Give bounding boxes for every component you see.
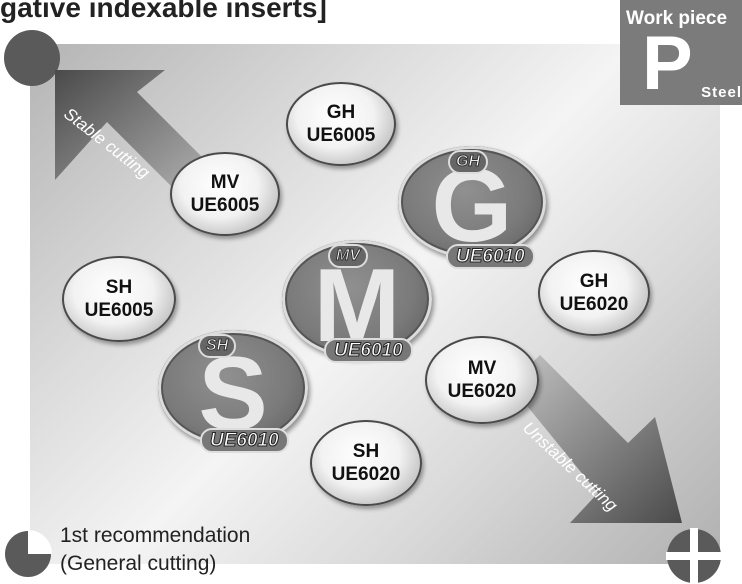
legend-line-2: (General cutting) xyxy=(60,552,217,575)
unstable-cutting-arrow xyxy=(510,355,682,523)
chip-gh-ue6005: GH UE6005 xyxy=(286,82,396,166)
chip-sh-ue6005: SH UE6005 xyxy=(62,256,176,342)
chip-grade-label: UE6020 xyxy=(559,294,629,315)
recommended-s-grade: UE6010 xyxy=(200,428,289,453)
corner-cross-icon xyxy=(666,528,722,584)
chip-gh-ue6020: GH UE6020 xyxy=(538,250,650,336)
chip-grade-label: UE6005 xyxy=(84,300,154,321)
recommended-m-breaker: MV xyxy=(328,244,368,268)
chip-breaker-label: SH xyxy=(105,277,133,298)
recommended-s-breaker: SH xyxy=(198,334,237,358)
chip-breaker-label: MV xyxy=(467,358,497,379)
work-piece-material: Steel xyxy=(701,84,742,101)
chip-mv-ue6005: MV UE6005 xyxy=(170,152,280,236)
chip-breaker-label: GH xyxy=(326,102,356,123)
recommended-g-breaker: GH xyxy=(448,150,488,174)
chip-grade-label: UE6005 xyxy=(190,195,260,216)
chip-mv-ue6020: MV UE6020 xyxy=(425,336,539,424)
recommended-g-grade: UE6010 xyxy=(446,244,535,269)
chip-grade-label: UE6020 xyxy=(331,464,401,485)
work-piece-title: Work piece xyxy=(626,8,728,29)
chip-sh-ue6020: SH UE6020 xyxy=(310,420,422,506)
legend-line-1: 1st recommendation xyxy=(60,524,251,547)
chip-grade-label: UE6005 xyxy=(306,125,376,146)
first-recommendation-legend-icon xyxy=(5,530,52,577)
recommended-m-grade: UE6010 xyxy=(324,338,413,363)
chip-grade-label: UE6020 xyxy=(447,381,517,402)
chip-breaker-label: GH xyxy=(579,271,609,292)
work-piece-badge: Work piece P Steel xyxy=(620,0,742,105)
work-piece-letter: P xyxy=(642,21,693,105)
corner-circle-top-left xyxy=(4,30,60,86)
page-title: gative indexable inserts] xyxy=(0,0,327,23)
chip-breaker-label: MV xyxy=(210,172,240,193)
chip-breaker-label: SH xyxy=(352,441,380,462)
